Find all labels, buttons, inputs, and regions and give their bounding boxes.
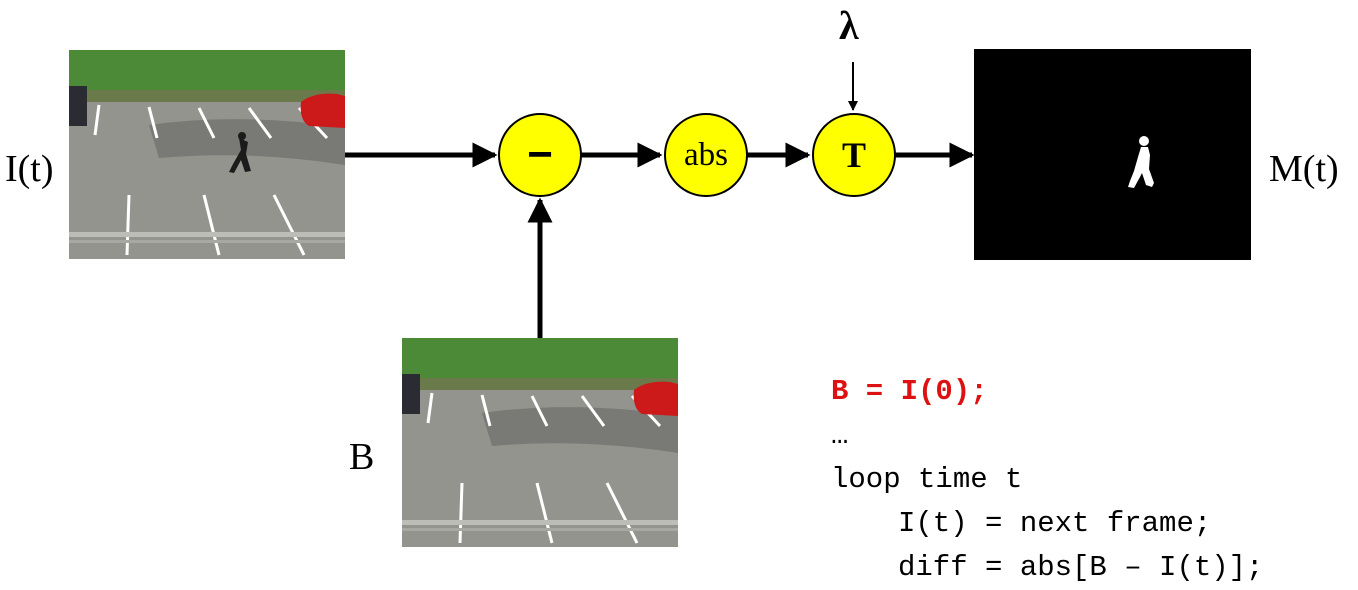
code-line-loop: loop time t [831, 463, 1023, 496]
threshold-node-label: T [841, 135, 866, 175]
subtract-node-label: − [527, 130, 553, 179]
code-line-diff: diff = abs[B – I(t)]; [898, 551, 1264, 584]
background-label: B [349, 436, 375, 478]
subtract-node: − [498, 113, 582, 197]
threshold-node: T [812, 113, 896, 197]
abs-node: abs [664, 113, 748, 197]
input-label: I(t) [5, 148, 54, 190]
output-label: M(t) [1269, 148, 1339, 190]
input-frame-image [69, 50, 345, 259]
code-line-next-frame: I(t) = next frame; [898, 507, 1212, 540]
code-line-init: B = I(0); [831, 375, 988, 408]
code-line-ellipsis: … [831, 419, 849, 452]
abs-node-label: abs [684, 136, 728, 173]
lambda-label: λ [839, 3, 859, 48]
flow-arrows [345, 62, 975, 338]
background-frame-image [402, 338, 678, 547]
output-mask-image [974, 49, 1251, 260]
